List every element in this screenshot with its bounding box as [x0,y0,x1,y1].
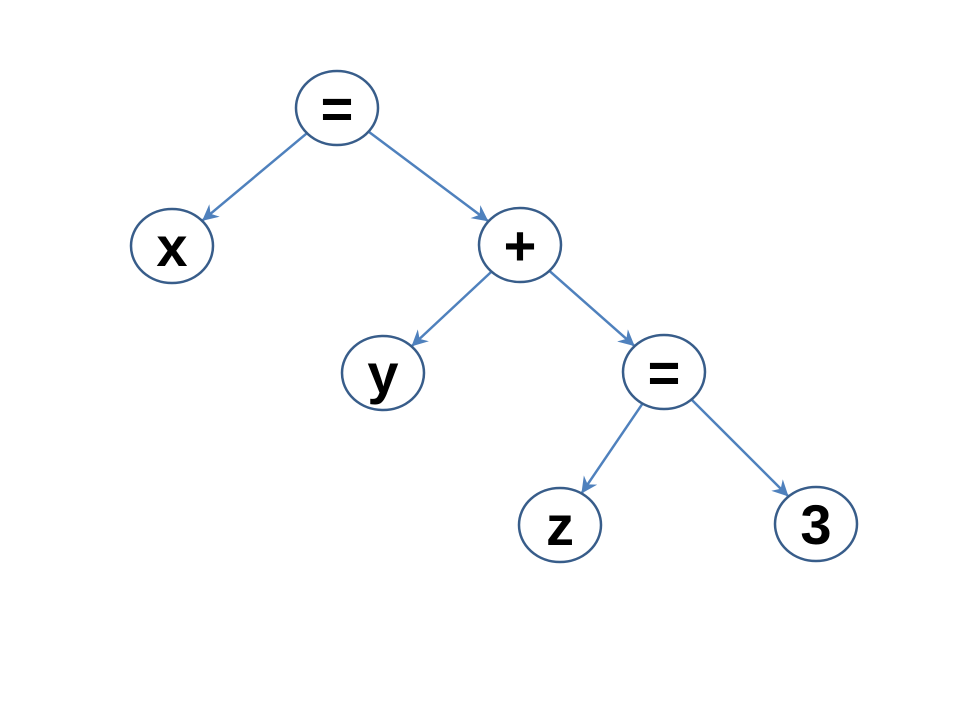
edges-layer [201,130,790,498]
tree-node-num-3: 3 [773,485,859,563]
tree-edge-assign-inner-to-var-z [580,402,644,495]
tree-node-var-z: z [517,486,603,564]
tree-edge-assign-root-to-op-plus [367,130,490,223]
tree-node-assign-inner: = [621,333,707,411]
node-label-assign-root: = [321,77,354,140]
tree-edge-op-plus-to-assign-inner [548,269,636,348]
tree-node-var-x: x [129,207,215,285]
node-circle-op-plus [477,206,563,284]
node-circle-var-y [340,334,426,412]
nodes-layer: = x + y = z 3 [129,69,859,564]
tree-node-assign-root: = [294,69,380,147]
node-label-assign-inner: = [648,341,681,404]
node-label-var-x: x [156,215,187,278]
node-circle-var-z [517,486,603,564]
node-circle-num-3 [773,485,859,563]
tree-edge-assign-inner-to-num-3 [690,398,790,498]
node-label-var-z: z [546,494,574,557]
node-label-var-y: y [367,342,398,405]
node-circle-var-x [129,207,215,285]
node-circle-assign-inner [621,333,707,411]
node-label-num-3: 3 [800,493,831,556]
tree-edge-assign-root-to-var-x [201,132,308,222]
tree-node-var-y: y [340,334,426,412]
tree-node-op-plus: + [477,206,563,284]
node-label-op-plus: + [504,214,537,277]
node-circle-assign-root [294,69,380,147]
tree-edge-op-plus-to-var-y [410,270,493,348]
